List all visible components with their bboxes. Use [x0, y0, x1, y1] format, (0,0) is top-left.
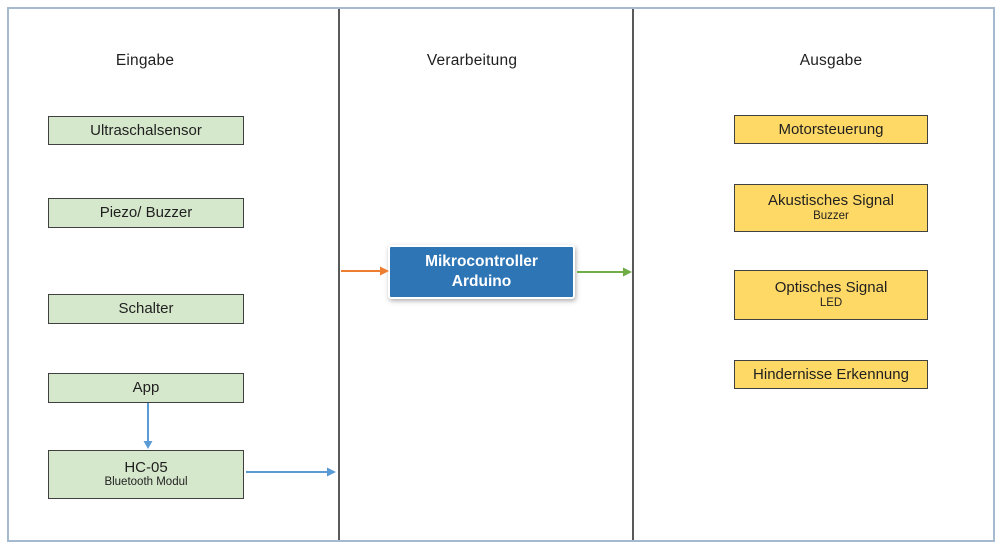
- column-heading-processing: Verarbeitung: [426, 52, 518, 69]
- node-mikrocontroller-arduino: Mikrocontroller Arduino: [388, 245, 575, 299]
- node-sublabel: Buzzer: [813, 209, 849, 222]
- node-schalter: Schalter: [48, 294, 244, 324]
- node-label: Akustisches Signal: [768, 192, 894, 210]
- node-ultraschalsensor: Ultraschalsensor: [48, 116, 244, 145]
- node-sublabel: LED: [819, 296, 843, 309]
- diagram-outer-frame: [7, 7, 995, 542]
- column-divider-processing-output: [632, 9, 634, 540]
- node-label-line1: Mikrocontroller: [425, 252, 538, 270]
- node-label-line2: Arduino: [451, 273, 512, 290]
- node-motorsteuerung: Motorsteuerung: [734, 115, 928, 144]
- node-app: App: [48, 373, 244, 403]
- column-divider-input-processing: [338, 9, 340, 540]
- node-label: HC-05: [124, 458, 168, 476]
- node-sublabel: Bluetooth Modul: [104, 476, 188, 489]
- node-akustisches-signal: Akustisches Signal Buzzer: [734, 184, 928, 232]
- column-heading-input: Eingabe: [115, 52, 175, 69]
- node-label: Optisches Signal: [774, 279, 888, 297]
- node-piezo-buzzer: Piezo/ Buzzer: [48, 198, 244, 228]
- node-label: App: [132, 379, 160, 397]
- node-label: Motorsteuerung: [778, 120, 884, 138]
- node-label: Piezo/ Buzzer: [99, 204, 193, 222]
- node-label: Ultraschalsensor: [90, 121, 202, 139]
- node-hindernisse-erkennung: Hindernisse Erkennung: [734, 360, 928, 389]
- node-optisches-signal: Optisches Signal LED: [734, 270, 928, 320]
- node-hc05-bluetooth-modul: HC-05 Bluetooth Modul: [48, 450, 244, 499]
- node-label: Schalter: [118, 300, 174, 318]
- column-heading-output: Ausgabe: [799, 52, 863, 69]
- node-label: Hindernisse Erkennung: [753, 365, 909, 383]
